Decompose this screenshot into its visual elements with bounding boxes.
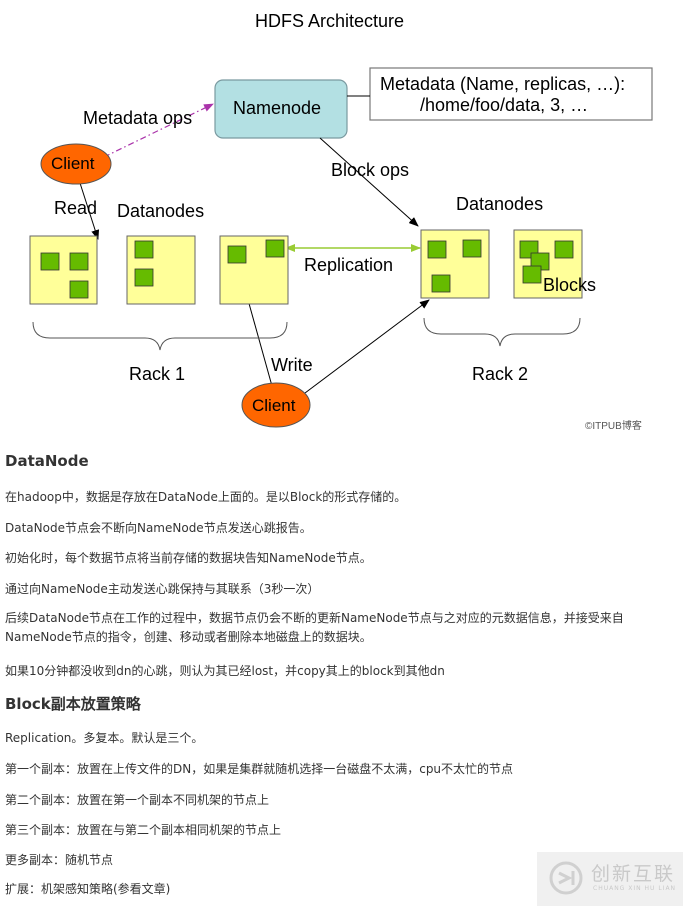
paragraph: 扩展：机架感知策略(参看文章)	[5, 882, 171, 896]
datanodes-right-label: Datanodes	[456, 194, 544, 214]
block	[134, 240, 154, 259]
watermark-subtitle: CHUANG XIN HU LIAN	[593, 885, 677, 892]
block	[227, 245, 247, 264]
block	[265, 239, 285, 258]
metadata-line2: /home/foo/data, 3, …	[420, 95, 589, 115]
metadata-box	[369, 67, 653, 121]
block	[427, 240, 447, 259]
write-arrow-rack2	[304, 299, 430, 394]
block-ops-arrow	[319, 137, 419, 227]
block	[40, 252, 60, 271]
rack2-label: Rack 2	[472, 364, 529, 384]
block	[134, 268, 154, 287]
blocks-label: Blocks	[543, 275, 597, 295]
namenode-label: Namenode	[233, 98, 322, 118]
paragraph: 通过向NameNode主动发送心跳保持与其联系（3秒一次）	[5, 582, 320, 596]
block	[69, 280, 89, 299]
rack2-brace	[423, 317, 581, 347]
client-write-ellipse	[241, 382, 311, 428]
hdfs-architecture-diagram: HDFS Architecture Namenode Metadata (Nam…	[0, 0, 683, 440]
client-write-label: Client	[252, 396, 296, 415]
read-arrow	[79, 182, 100, 240]
client-read-ellipse	[40, 143, 112, 185]
block	[462, 239, 482, 258]
paragraph: Replication。多复本。默认是三个。	[5, 731, 204, 745]
paragraph: 第三个副本：放置在与第二个副本相同机架的节点上	[5, 823, 282, 837]
paragraph: 在hadoop中，数据是存放在DataNode上面的。是以Block的形式存储的…	[5, 490, 407, 504]
block-ops-label: Block ops	[331, 160, 410, 180]
paragraph: 后续DataNode节点在工作的过程中，数据节点仍会不断的更新NameNode节…	[5, 611, 624, 644]
watermark-title: 创新互联	[591, 863, 676, 885]
paragraph: 初始化时，每个数据节点将当前存储的数据块告知NameNode节点。	[5, 551, 372, 565]
block	[69, 252, 89, 271]
paragraph: DataNode节点会不断向NameNode节点发送心跳报告。	[5, 521, 312, 535]
paragraph: 第二个副本：放置在第一个副本不同机架的节点上	[5, 793, 270, 807]
rack1-brace	[32, 321, 288, 351]
credit-label: ©ITPUB博客	[585, 421, 642, 432]
datanodes-left-label: Datanodes	[117, 201, 205, 221]
read-label: Read	[54, 198, 98, 218]
metadata-ops-label: Metadata ops	[83, 108, 193, 128]
brand-logo-icon	[549, 861, 583, 895]
namenode-box	[214, 79, 348, 139]
block	[431, 274, 451, 293]
paragraph: 如果10分钟都没收到dn的心跳，则认为其已经lost，并copy其上的block…	[5, 664, 445, 678]
watermark-logo: 创新互联 CHUANG XIN HU LIAN	[537, 852, 683, 906]
rack1-label: Rack 1	[129, 364, 186, 384]
metadata-line1: Metadata (Name, replicas, …):	[380, 74, 626, 94]
client-read-label: Client	[51, 154, 95, 173]
diagram-graphics	[29, 67, 653, 428]
block	[522, 265, 542, 284]
section-heading-block-placement: Block副本放置策略	[5, 695, 141, 713]
replication-label: Replication	[304, 255, 394, 275]
write-label: Write	[271, 355, 313, 375]
diagram-title: HDFS Architecture	[255, 11, 405, 31]
section-heading-datanode: DataNode	[5, 452, 89, 470]
block	[554, 240, 574, 259]
paragraph: 第一个副本：放置在上传文件的DN，如果是集群就随机选择一台磁盘不太满，cpu不太…	[5, 762, 514, 776]
paragraph: 更多副本：随机节点	[5, 853, 114, 867]
